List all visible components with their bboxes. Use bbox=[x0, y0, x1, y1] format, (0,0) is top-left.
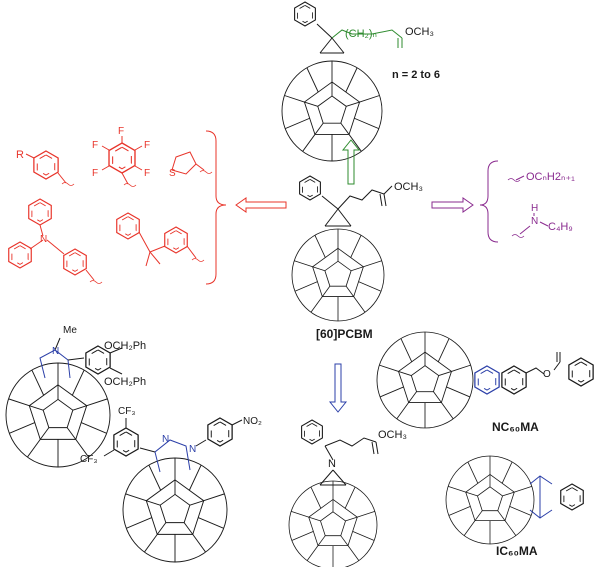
center-ome-label: OCH₃ bbox=[394, 181, 423, 193]
cf3-label-2: CF₃ bbox=[80, 454, 97, 465]
pyrrolidine-n-label: N bbox=[52, 346, 59, 357]
arrow-left bbox=[235, 197, 287, 213]
pyrrolidine-fullerene-structure: Me N OCH₂Ph OCH₂Ph bbox=[5, 325, 146, 468]
methyl-label: Me bbox=[63, 325, 77, 336]
ic60ma-structure: IC₆₀MA bbox=[445, 455, 583, 558]
thiophene-s-label: S bbox=[169, 168, 176, 179]
f-label-5: F bbox=[92, 168, 98, 179]
azafulleroid-n-label: N bbox=[328, 458, 336, 470]
top-ch2-label: (CH₂)ₙ bbox=[345, 28, 377, 40]
amine-h-label: H bbox=[531, 203, 538, 214]
arrow-right bbox=[431, 197, 474, 213]
top-fullerene-structure: (CH₂)ₙ OCH₃ n = 2 to 6 bbox=[281, 2, 440, 162]
f-label-1: F bbox=[118, 126, 124, 137]
benzyloxy-label-1: OCH₂Ph bbox=[104, 340, 146, 352]
azafulleroid-ome-label: OCH₃ bbox=[378, 429, 407, 441]
arrow-up bbox=[341, 139, 361, 185]
pyrazoline-n2-label: N bbox=[189, 444, 196, 455]
nc60ma-name: NC₆₀MA bbox=[492, 420, 539, 434]
top-n-range-label: n = 2 to 6 bbox=[392, 69, 440, 81]
nc60ma-o-label: O bbox=[543, 369, 551, 380]
ester-replacement-group: OCₙH2ₙ₊₁ H N C₄H₉ bbox=[479, 160, 575, 243]
nc60ma-structure: O NC₆₀MA bbox=[376, 331, 593, 434]
r-substituent-label: R bbox=[16, 149, 24, 161]
nitro-label: NO₂ bbox=[243, 416, 262, 427]
triphenylamine-n-label: N bbox=[40, 234, 47, 245]
f-label-3: F bbox=[144, 168, 150, 179]
f-label-4: F bbox=[92, 140, 98, 151]
ic60ma-name: IC₆₀MA bbox=[496, 544, 538, 558]
cf3-label-1: CF₃ bbox=[118, 406, 135, 417]
alkoxy-label: OCₙH2ₙ₊₁ bbox=[526, 171, 575, 183]
amine-n-label: N bbox=[531, 216, 538, 227]
arrow-down bbox=[328, 363, 348, 413]
top-ome-label: OCH₃ bbox=[405, 26, 434, 38]
pcbm-name: [60]PCBM bbox=[316, 327, 373, 341]
benzyloxy-label-2: OCH₂Ph bbox=[104, 376, 146, 388]
azafulleroid-structure: N OCH₃ bbox=[288, 420, 407, 567]
pyrazoline-fullerene-structure: N N CF₃ CF₃ NO₂ bbox=[80, 406, 262, 563]
f-label-2: F bbox=[144, 140, 150, 151]
pyrazoline-n1-label: N bbox=[162, 434, 169, 445]
butyl-label: C₄H₉ bbox=[548, 221, 573, 233]
pcbm-structure: OCH₃ [60]PCBM bbox=[291, 176, 423, 341]
aryl-substituents-group: R F F F F F S N bbox=[9, 126, 227, 285]
